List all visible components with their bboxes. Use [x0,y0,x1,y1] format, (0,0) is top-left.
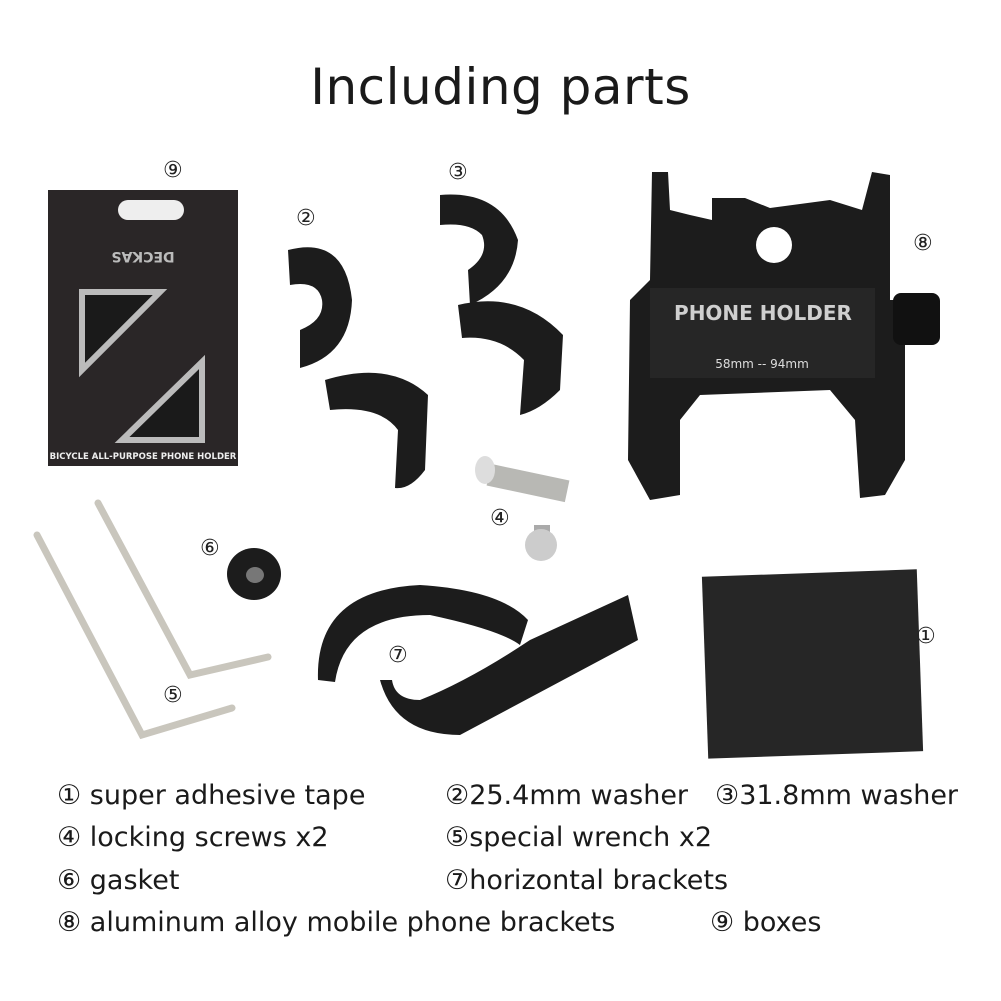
marker-1: ① [916,624,936,649]
marker-6: ⑥ [200,536,220,561]
horizontal-bracket [317,585,638,735]
legend-boxes: ⑨ boxes [710,907,822,938]
box-brand: DECKAS [111,248,174,264]
marker-3: ③ [448,160,468,185]
marker-5: ⑤ [163,683,183,708]
marker-7: ⑦ [388,643,408,668]
page-title: Including parts [310,58,691,116]
adhesive-pad [701,569,924,759]
hex-wrenches [33,499,272,740]
washer-25-4 [288,247,428,489]
marker-4: ④ [490,506,510,531]
holder-label: PHONE HOLDER [674,301,852,325]
legend-wrench: ⑤special wrench x2 [445,822,713,853]
marker-9: ⑨ [163,158,183,183]
legend-31-washer: ③31.8mm washer [715,780,959,811]
legend-phone-brackets: ⑧ aluminum alloy mobile phone brackets [57,907,616,938]
holder-range: 58mm -- 94mm [715,357,809,371]
box-caption: BICYCLE ALL-PURPOSE PHONE HOLDER [50,452,237,462]
legend-gasket: ⑥ gasket [57,865,180,896]
gasket [227,548,281,600]
locking-screws [475,456,570,561]
retail-box: DECKAS BICYCLE ALL-PURPOSE PHONE HOLDER [48,190,238,466]
legend-brackets: ⑦horizontal brackets [445,865,729,896]
marker-2: ② [296,206,316,231]
washer-31-8 [440,194,563,415]
phone-holder: PHONE HOLDER 58mm -- 94mm [628,172,940,500]
legend-adhesive-tape: ① super adhesive tape [57,780,366,811]
marker-8: ⑧ [913,231,933,256]
legend-25-washer: ②25.4mm washer [445,780,689,811]
legend-screws: ④ locking screws x2 [57,822,329,853]
